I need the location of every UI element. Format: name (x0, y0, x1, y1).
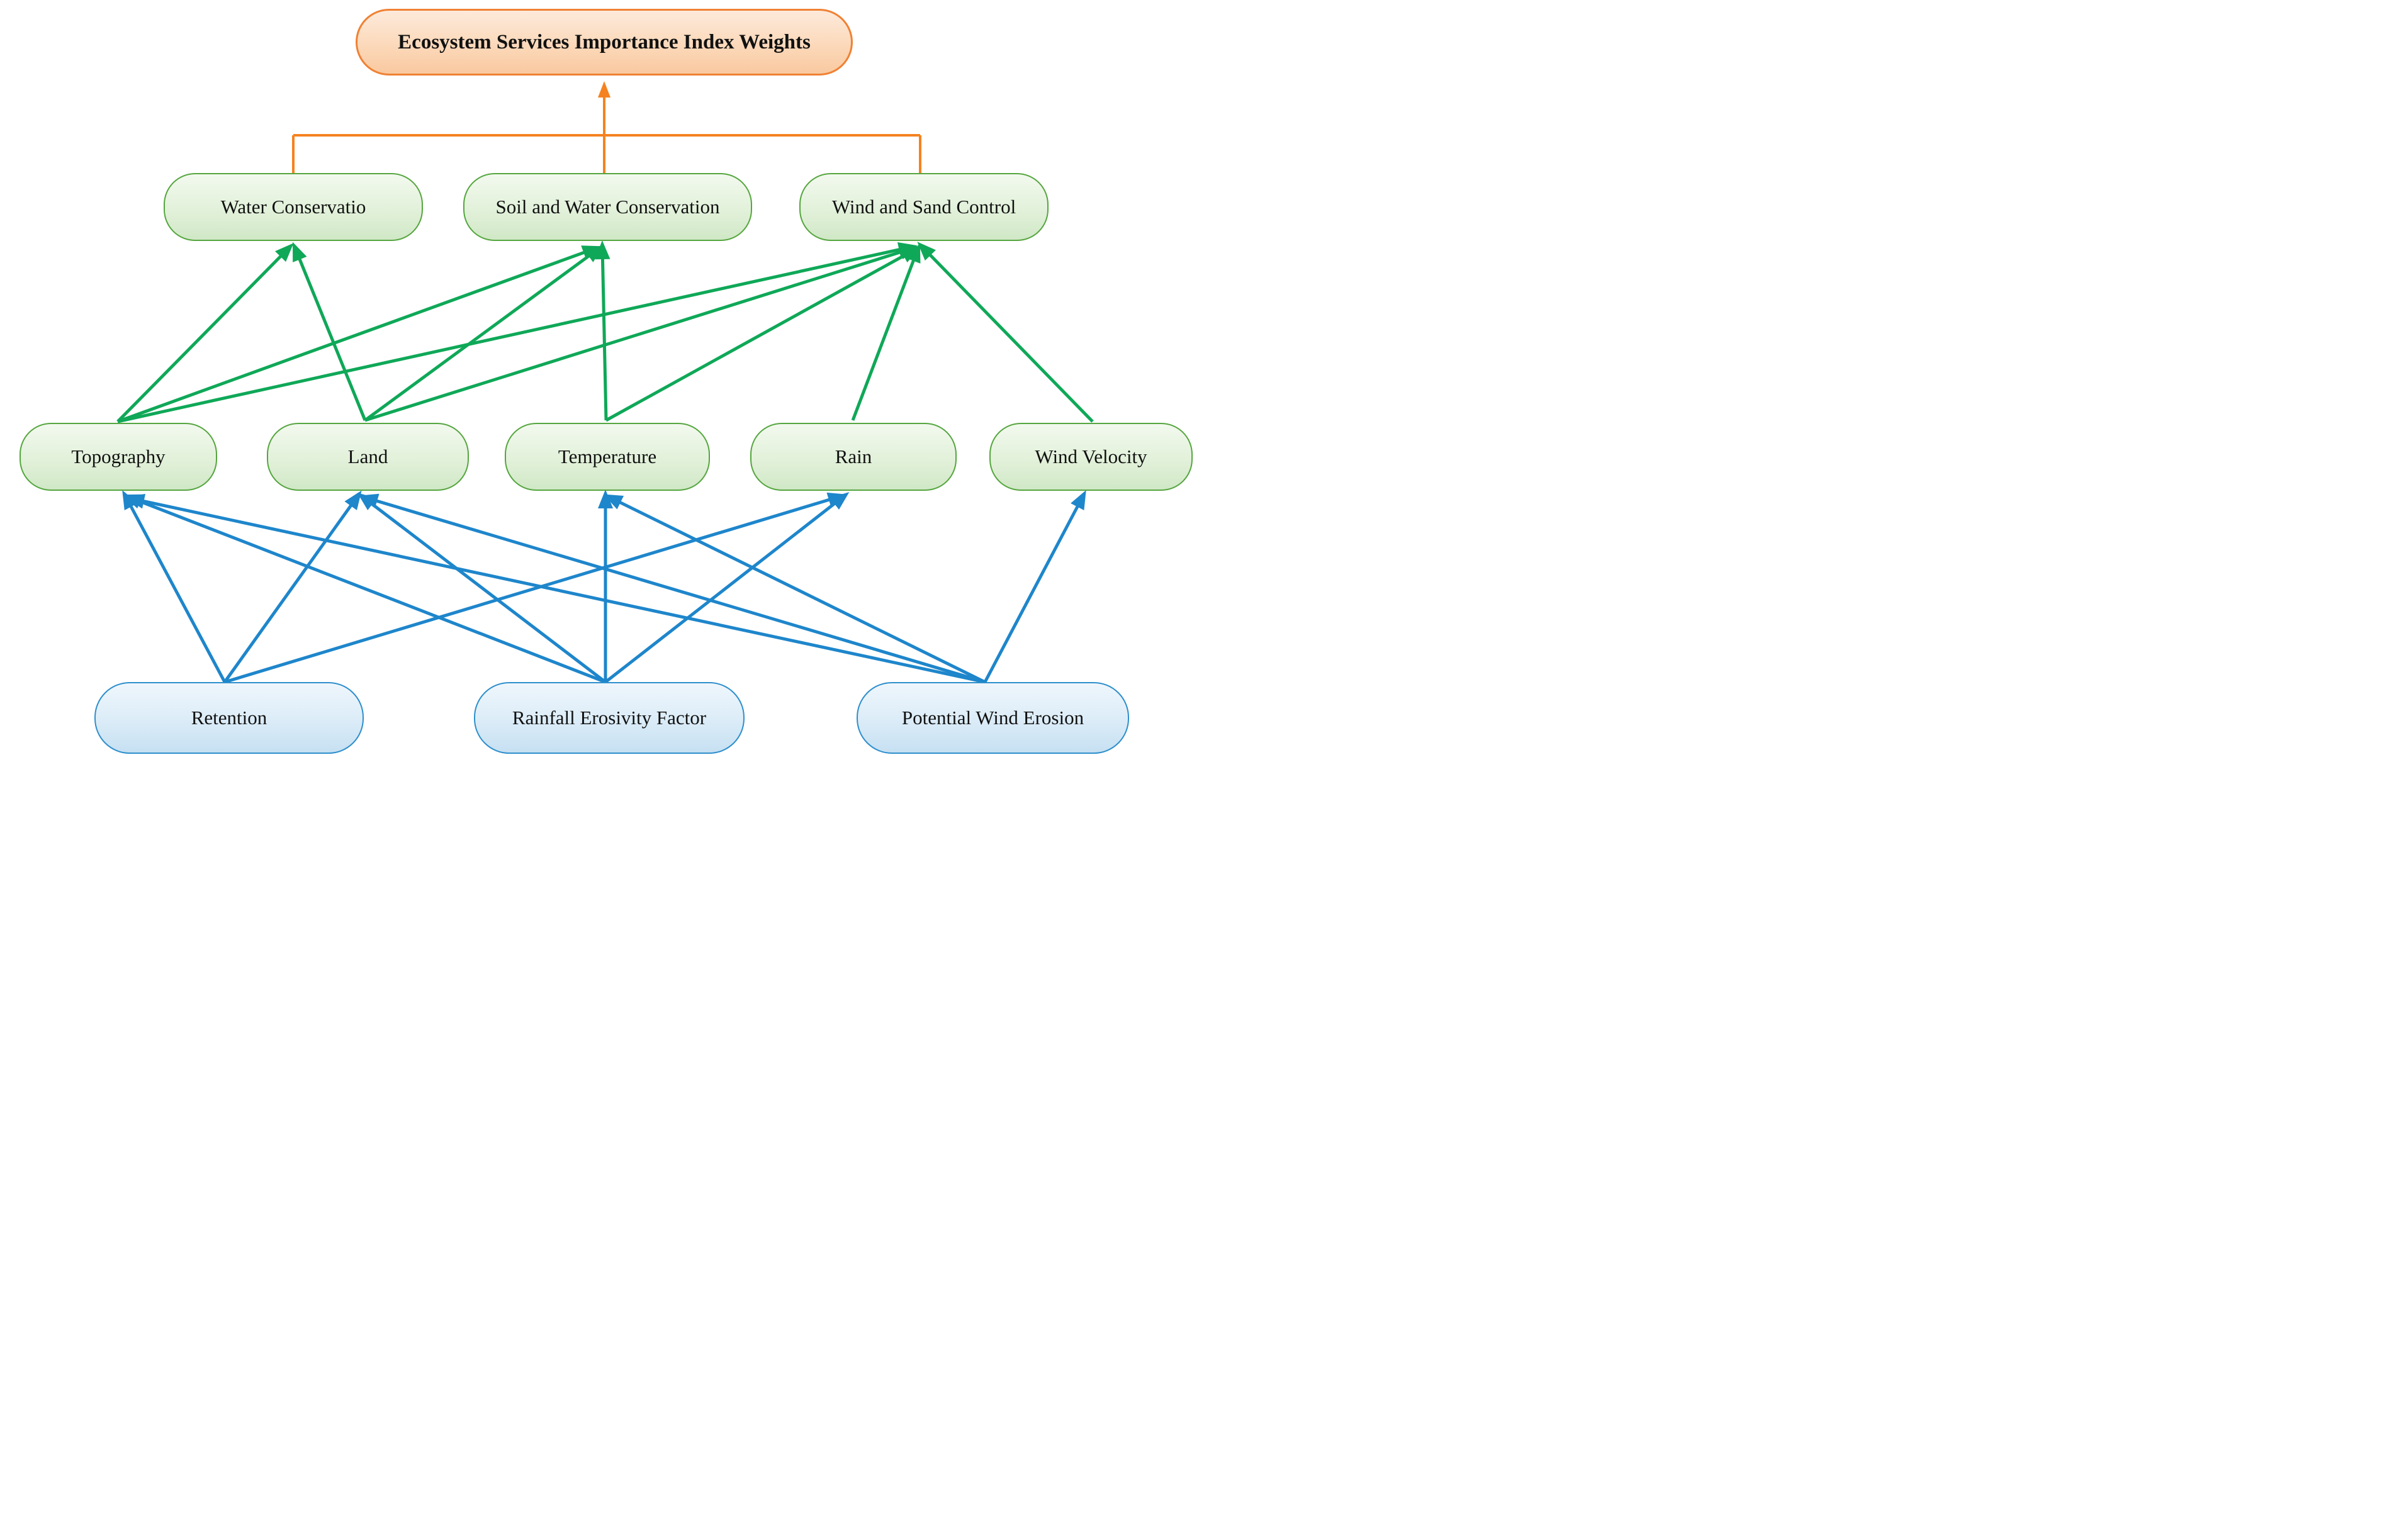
node-label-pwe: Potential Wind Erosion (901, 706, 1084, 729)
node-label-ret: Retention (191, 706, 267, 729)
edge-pwe-land (359, 493, 986, 684)
edge-rain-wsc (851, 243, 921, 421)
node-label-temp: Temperature (558, 445, 657, 467)
edges-layer (116, 81, 1094, 684)
node-pwe: Potential Wind Erosion (857, 682, 1129, 754)
edge-pwe-temp (603, 494, 986, 684)
node-label-land: Land (347, 445, 388, 467)
edge-topo-swc (117, 245, 602, 423)
edge-land-wc (292, 242, 367, 421)
edge-land-swc (364, 245, 604, 422)
edge-ret-land (223, 490, 362, 683)
node-swc: Soil and Water Conservation (463, 173, 752, 241)
edge-pwe-topo (125, 493, 986, 684)
node-label-wv: Wind Velocity (1035, 445, 1147, 467)
node-label-swc: Soil and Water Conservation (495, 195, 720, 218)
edge-topo-wsc (117, 242, 918, 423)
node-label-topo: Topography (71, 445, 166, 467)
node-rain: Rain (750, 423, 957, 491)
ecosystem-services-weight-diagram: Ecosystem Services Importance Index Weig… (0, 0, 1204, 759)
edge-temp-swc (595, 240, 610, 421)
node-wc: Water Conservatio (164, 173, 423, 241)
node-ret: Retention (94, 682, 364, 754)
node-wsc: Wind and Sand Control (799, 173, 1049, 241)
edge-ref-topo (122, 494, 606, 684)
edge-temp-wsc (605, 247, 921, 422)
node-label-ref: Rainfall Erosivity Factor (512, 706, 707, 729)
node-label-rain: Rain (835, 445, 872, 467)
node-temp: Temperature (505, 423, 710, 491)
node-label-esiw: Ecosystem Services Importance Index Weig… (398, 30, 811, 53)
edge-pwe-wv (983, 490, 1086, 683)
edge-ret-rain (224, 492, 847, 684)
node-ref: Rainfall Erosivity Factor (474, 682, 745, 754)
node-label-wc: Water Conservatio (220, 195, 366, 218)
edge-land-wsc (364, 245, 919, 422)
edge-ref-land (357, 493, 607, 683)
edge-ret-topo (122, 490, 227, 683)
node-label-wsc: Wind and Sand Control (831, 195, 1016, 218)
edge-topo-wc (116, 243, 294, 423)
node-land: Land (267, 423, 469, 491)
node-topo: Topography (20, 423, 217, 491)
node-esiw: Ecosystem Services Importance Index Weig… (356, 9, 853, 76)
edge-ref-rain (604, 492, 850, 683)
edge-wv-wsc (917, 242, 1094, 423)
node-wv: Wind Velocity (989, 423, 1193, 491)
